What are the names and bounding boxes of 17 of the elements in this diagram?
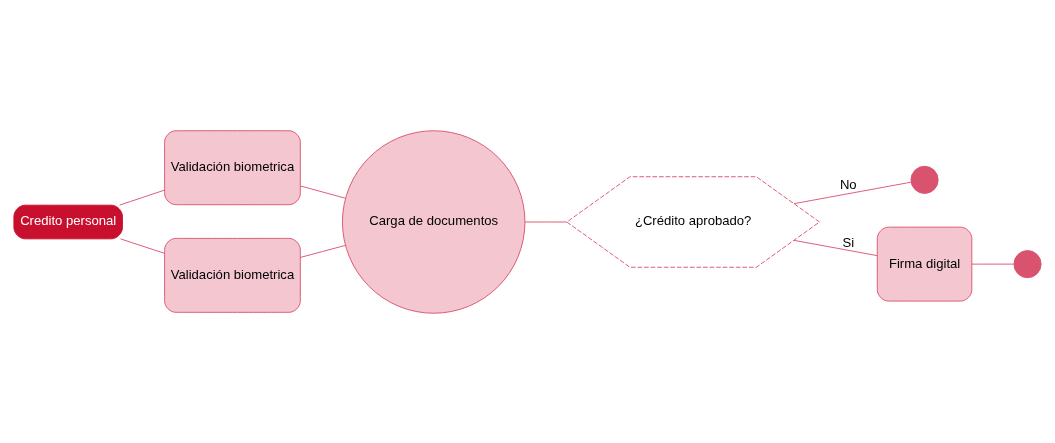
connector — [793, 181, 912, 204]
node-circle — [910, 165, 939, 194]
connector — [971, 263, 1015, 265]
node-box: Validación biometrica — [164, 237, 301, 313]
node-box: Credito personal — [13, 204, 123, 239]
connector — [299, 244, 346, 258]
node-circle — [1013, 249, 1042, 278]
connector — [120, 237, 165, 254]
edge-label: No — [839, 176, 857, 192]
node-circle: Carga de documentos — [341, 129, 526, 314]
connector — [119, 189, 165, 206]
node-box: Firma digital — [876, 226, 973, 302]
edge-label: Si — [842, 234, 855, 250]
connector — [793, 239, 878, 256]
connector — [299, 184, 346, 199]
node-box: Validación biometrica — [164, 129, 301, 205]
connector — [524, 221, 568, 222]
